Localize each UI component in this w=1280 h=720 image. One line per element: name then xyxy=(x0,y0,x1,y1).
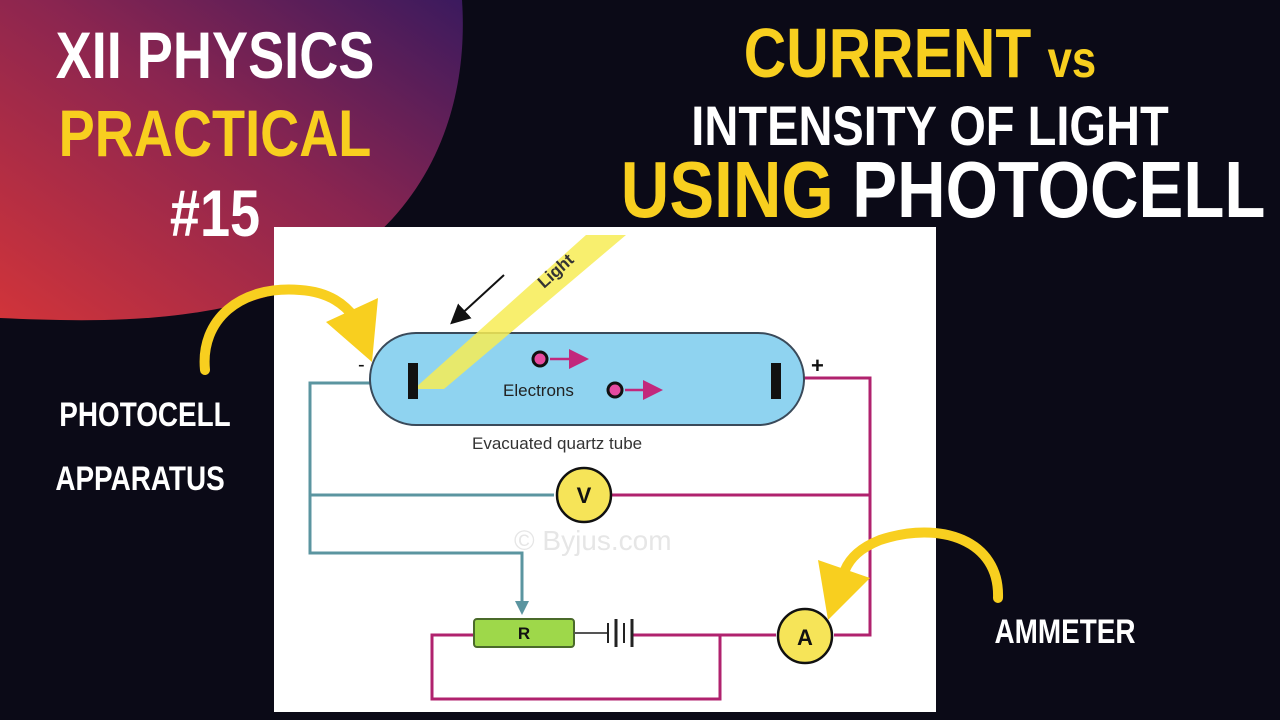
photocell-circuit-diagram: Light Electrons Evacuated quartz tube + … xyxy=(308,235,872,701)
badge-title-line1: XII PHYSICS xyxy=(55,18,375,92)
ammeter-label: AMMETER xyxy=(994,613,1136,651)
badge-title-line2: PRACTICAL xyxy=(58,96,372,170)
teal-wire xyxy=(308,381,554,615)
light-beam xyxy=(414,235,626,389)
electrons-label: Electrons xyxy=(503,381,574,400)
battery xyxy=(607,619,634,647)
photocell-label-line1: PHOTOCELL xyxy=(59,396,231,434)
photocell-label-line2: APPARATUS xyxy=(55,460,225,498)
title-line2: INTENSITY OF LIGHT xyxy=(691,94,1169,157)
voltmeter-label: V xyxy=(577,483,592,508)
title-vs: vs xyxy=(1047,31,1097,89)
tube-label: Evacuated quartz tube xyxy=(472,434,642,453)
magenta-wire xyxy=(430,376,872,701)
ammeter-symbol: A xyxy=(797,625,813,650)
title-using: USING xyxy=(620,145,834,234)
cathode xyxy=(408,363,418,399)
watermark: © Byjus.com xyxy=(514,525,672,556)
voltmeter: V xyxy=(555,466,613,524)
title-photocell: PHOTOCELL xyxy=(852,145,1266,234)
plus-sign: + xyxy=(811,353,824,378)
badge-number: #15 xyxy=(169,176,261,250)
resistor-label: R xyxy=(518,624,530,643)
anode xyxy=(771,363,781,399)
title-line3: USING PHOTOCELL xyxy=(621,150,1266,230)
minus-sign: - xyxy=(358,354,365,376)
title-line1: CURRENT vs xyxy=(668,18,1172,88)
resistor: R xyxy=(473,618,575,648)
electron-2 xyxy=(606,380,663,400)
electron-1 xyxy=(531,349,589,369)
light-direction-arrow xyxy=(450,274,505,325)
title-current: CURRENT xyxy=(743,14,1032,92)
ammeter: A xyxy=(776,607,834,665)
